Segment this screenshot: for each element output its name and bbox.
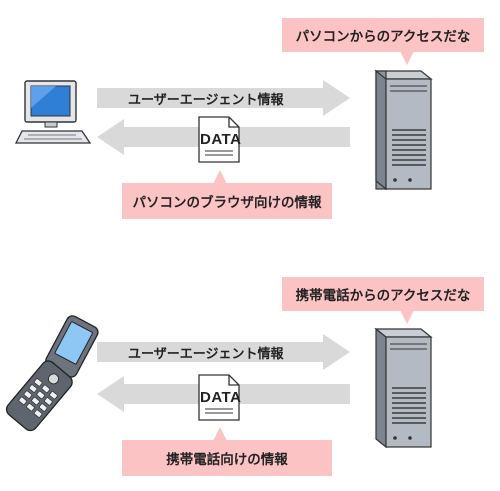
request-label-pc: ユーザーエージェント情報 [128, 93, 284, 108]
data-label-pc: DATA [200, 131, 242, 148]
request-label-mobile: ユーザーエージェント情報 [128, 347, 284, 362]
data-label-mobile: DATA [200, 389, 242, 406]
server-speech-tail-pc [400, 51, 414, 65]
response-speech-bubble-mobile: 携帯電話向けの情報 [122, 440, 332, 476]
response-speech-tail-pc [213, 170, 227, 184]
server-speech-bubble-pc: パソコンからのアクセスだな [282, 18, 484, 52]
server-speech-bubble-mobile: 携帯電話からのアクセスだな [282, 277, 484, 311]
response-speech-text-mobile: 携帯電話向けの情報 [166, 452, 288, 468]
response-speech-text-pc: パソコンのブラウザ向けの情報 [132, 195, 322, 211]
server-speech-text-mobile: 携帯電話からのアクセスだな [295, 288, 471, 304]
server-speech-tail-mobile [400, 310, 414, 324]
server-speech-text-pc: パソコンからのアクセスだな [295, 29, 471, 45]
response-speech-bubble-pc: パソコンのブラウザ向けの情報 [122, 183, 332, 219]
response-speech-tail-mobile [213, 427, 227, 441]
